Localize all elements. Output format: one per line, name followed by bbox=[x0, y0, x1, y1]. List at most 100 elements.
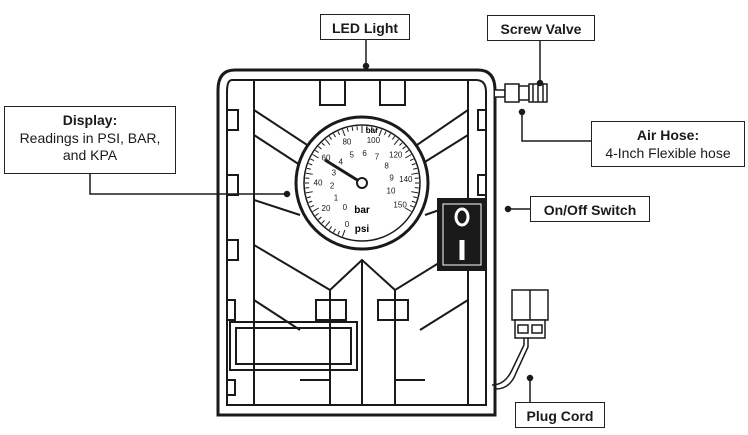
gauge-tick bbox=[402, 145, 406, 150]
gauge-tick bbox=[337, 230, 341, 235]
gauge-unit-bar: bar bbox=[354, 205, 370, 216]
callout-plug-cord: Plug Cord bbox=[515, 402, 605, 428]
gauge-tick bbox=[393, 139, 400, 146]
gauge-tick bbox=[318, 216, 322, 221]
gauge-tick bbox=[333, 133, 336, 138]
air-hose-label: Air Hose: bbox=[636, 127, 700, 143]
gauge-tick-label: 0 bbox=[343, 203, 348, 212]
display-label: Display: bbox=[62, 112, 118, 128]
gauge-tick-label: 60 bbox=[322, 153, 331, 162]
gauge-tick bbox=[310, 204, 315, 208]
gauge-tick-label: 20 bbox=[322, 204, 331, 213]
gauge-tick bbox=[411, 200, 416, 203]
gauge-tick-label: 80 bbox=[342, 137, 351, 146]
gauge-tick bbox=[315, 149, 319, 154]
gauge-tick bbox=[315, 212, 319, 217]
callout-leaders bbox=[89, 38, 591, 402]
callout-screw-valve: Screw Valve bbox=[487, 15, 595, 41]
gauge-unit-psi: psi bbox=[355, 224, 370, 235]
gauge-tick-marks bbox=[305, 126, 419, 237]
gauge-tick bbox=[411, 163, 416, 166]
on-off-switch-device bbox=[437, 198, 487, 271]
gauge-tick bbox=[312, 154, 319, 159]
gauge-tick bbox=[409, 204, 414, 208]
gauge-tick bbox=[411, 191, 419, 194]
gauge-tick-label: 7 bbox=[375, 153, 380, 162]
gauge-tick bbox=[383, 131, 387, 136]
gauge-tick bbox=[342, 129, 346, 137]
gauge-tick bbox=[333, 228, 336, 233]
gauge-tick bbox=[399, 142, 403, 146]
gauge-tick bbox=[328, 136, 333, 140]
display-desc-line1: Readings in PSI, BAR, bbox=[19, 129, 161, 146]
gauge-tick-label: 140 bbox=[399, 175, 413, 184]
gauge-tick bbox=[370, 126, 373, 131]
gauge-tick bbox=[405, 207, 412, 212]
gauge-tick bbox=[306, 167, 311, 170]
gauge-tick bbox=[321, 220, 325, 224]
gauge-tick bbox=[413, 196, 418, 199]
gauge-tick bbox=[305, 191, 313, 194]
gauge-tick bbox=[391, 136, 396, 140]
gauge-tick-label: 9 bbox=[389, 173, 394, 182]
gauge-tick-label: 40 bbox=[314, 179, 323, 188]
gauge-tick bbox=[321, 142, 325, 146]
gauge-tick bbox=[375, 127, 378, 132]
gauge-tick-label: 0 bbox=[345, 220, 350, 229]
gauge-tick bbox=[318, 145, 322, 150]
plug-cord-device bbox=[491, 289, 549, 390]
gauge-tick-label: 8 bbox=[384, 161, 389, 170]
on-off-switch-label: On/Off Switch bbox=[543, 202, 637, 218]
gauge-tick bbox=[409, 158, 414, 162]
gauge-tick-label: 10 bbox=[387, 186, 396, 195]
gauge-tick-label: 1 bbox=[334, 194, 339, 203]
gauge-tick-label: 6 bbox=[362, 149, 367, 158]
plug-cord-label: Plug Cord bbox=[526, 408, 594, 424]
gauge-tick bbox=[308, 163, 313, 166]
gauge-tick-label: 100 bbox=[367, 136, 381, 145]
air-hose-desc: 4-Inch Flexible hose bbox=[605, 144, 731, 161]
screw-valve-device bbox=[495, 83, 548, 103]
gauge-tick bbox=[351, 126, 354, 131]
gauge-tick bbox=[308, 200, 313, 203]
screw-valve-label: Screw Valve bbox=[500, 21, 582, 37]
gauge-tick bbox=[324, 139, 331, 146]
callout-on-off-switch: On/Off Switch bbox=[530, 196, 650, 222]
callout-air-hose: Air Hose: 4-Inch Flexible hose bbox=[591, 121, 745, 167]
gauge-tick bbox=[310, 158, 315, 162]
device-body bbox=[216, 68, 497, 417]
gauge-tick-label: 5 bbox=[350, 150, 355, 159]
callout-display: Display: Readings in PSI, BAR, and KPA bbox=[4, 106, 176, 174]
callout-led-light: LED Light bbox=[320, 14, 410, 40]
led-light-label: LED Light bbox=[331, 20, 399, 36]
gauge-hub bbox=[356, 177, 368, 189]
gauge-tick bbox=[405, 154, 412, 159]
gauge-tick bbox=[346, 127, 349, 132]
display-desc-line2: and KPA bbox=[62, 147, 118, 163]
gauge-tick-label: 150 bbox=[393, 201, 407, 210]
label-panel bbox=[229, 321, 358, 371]
gauge-tick bbox=[328, 226, 333, 230]
gauge-tick bbox=[306, 196, 311, 199]
gauge-tick bbox=[413, 167, 418, 170]
gauge-tick bbox=[388, 133, 391, 138]
switch-on-symbol bbox=[454, 207, 470, 227]
switch-off-symbol bbox=[459, 240, 465, 260]
gauge-tick bbox=[342, 229, 346, 237]
gauge-unit-bar-top: bar bbox=[366, 126, 378, 135]
gauge-tick-label: 3 bbox=[332, 168, 337, 177]
gauge-needle bbox=[324, 158, 363, 185]
gauge-tick bbox=[337, 131, 341, 136]
gauge-tick bbox=[411, 172, 419, 175]
gauge-tick-label: 120 bbox=[389, 150, 403, 159]
gauge-tick bbox=[405, 149, 409, 154]
gauge-tick bbox=[312, 207, 319, 212]
gauge-tick-label: 4 bbox=[339, 157, 344, 166]
gauge-tick-label: 2 bbox=[330, 181, 335, 190]
gauge-tick bbox=[324, 220, 331, 227]
gauge-tick bbox=[305, 172, 313, 175]
